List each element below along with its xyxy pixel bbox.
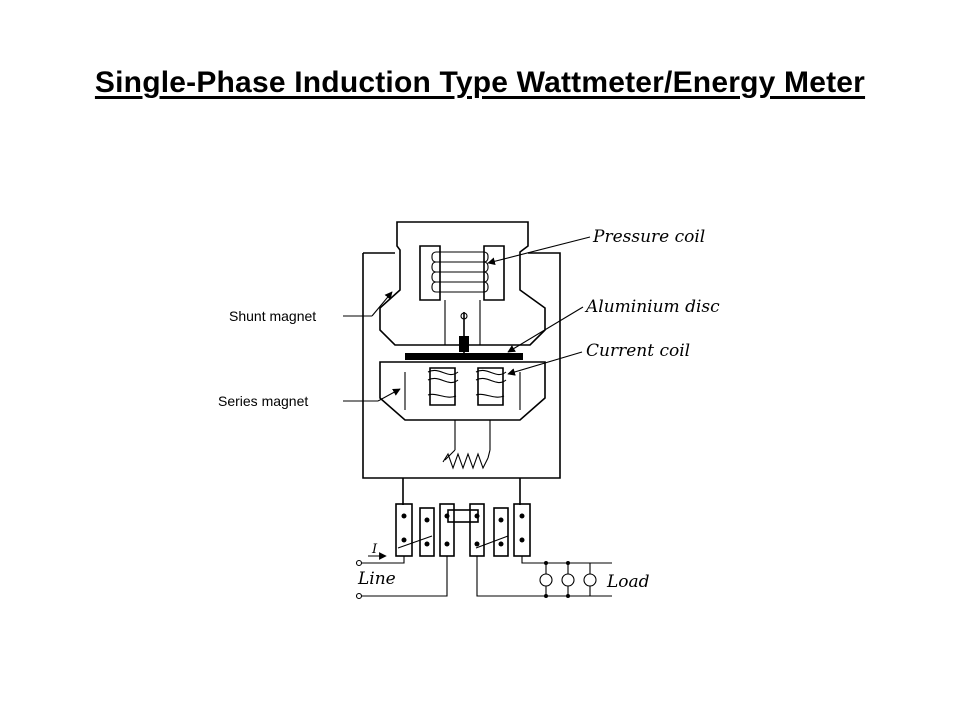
- aluminium-disc: [405, 353, 523, 360]
- label-leaders: [343, 236, 591, 402]
- series-magnet-label: Series magnet: [218, 393, 308, 409]
- spindle: [459, 312, 469, 356]
- load-wiring: [476, 556, 612, 598]
- shunt-magnet-core: [379, 221, 546, 346]
- meter-enclosure: [362, 252, 561, 479]
- series-magnet-core: [379, 361, 546, 421]
- current-coil-label: Current coil: [586, 341, 690, 361]
- resistor: [442, 420, 491, 470]
- shunt-magnet-label: Shunt magnet: [229, 308, 316, 324]
- line-wiring: [355, 552, 448, 600]
- line-label: Line: [357, 569, 396, 589]
- current-coil: [427, 370, 507, 398]
- aluminium-disc-label: Aluminium disc: [584, 297, 720, 317]
- load-label: Load: [606, 572, 650, 592]
- pressure-coil-label: Pressure coil: [592, 227, 705, 247]
- terminal-leads: [402, 478, 521, 505]
- page-title: Single-Phase Induction Type Wattmeter/En…: [94, 66, 866, 99]
- current-symbol-label: I: [371, 542, 378, 557]
- pressure-coil: [431, 251, 489, 293]
- terminal-block: [395, 503, 531, 557]
